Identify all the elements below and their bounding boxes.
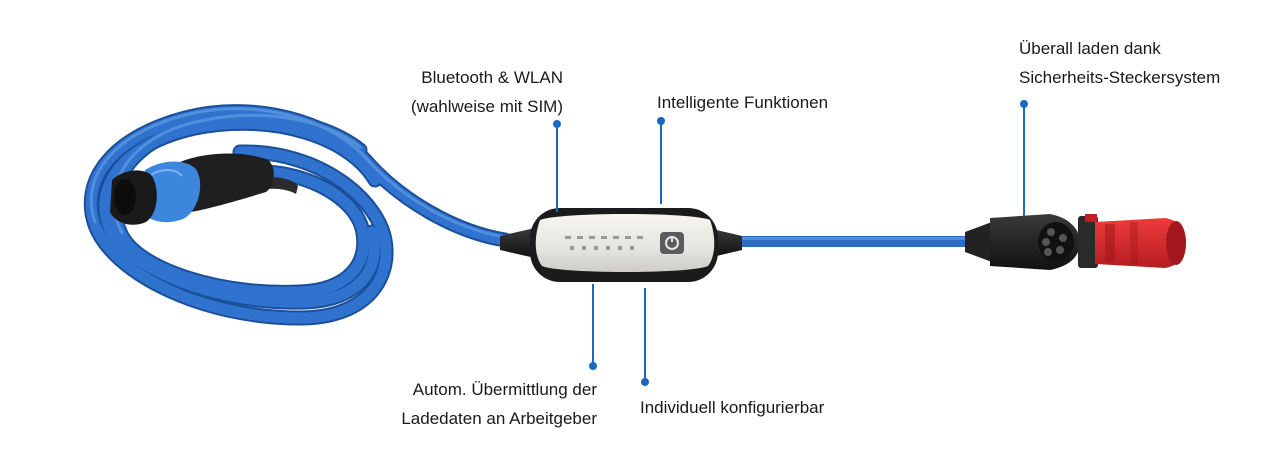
label-intelligent: Intelligente Funktionen [657, 88, 828, 117]
straight-cable [740, 236, 975, 247]
control-box [500, 208, 742, 282]
label-bluetooth-line1: Bluetooth & WLAN [421, 68, 563, 87]
label-everywhere: Überall laden dank Sicherheits-Steckersy… [1019, 34, 1220, 92]
label-bluetooth-line2: (wahlweise mit SIM) [410, 97, 563, 116]
callout-bluetooth [553, 120, 561, 212]
label-individual-line1: Individuell konfigurierbar [640, 398, 825, 417]
callout-intelligent [657, 117, 665, 204]
red-cee-plug [965, 214, 1186, 270]
callout-everywhere [1020, 100, 1028, 216]
coiled-cable [83, 104, 513, 326]
label-intelligent-line1: Intelligente Funktionen [657, 93, 829, 112]
power-plug-icon [660, 232, 684, 254]
label-everywhere-line1: Überall laden dank [1019, 39, 1161, 58]
label-individual: Individuell konfigurierbar [640, 393, 824, 422]
led-indicator-icon [565, 236, 643, 250]
label-autom-line2: Ladedaten an Arbeitgeber [401, 409, 597, 428]
callout-autom [589, 284, 597, 370]
callout-individual [641, 288, 649, 386]
label-autom-line1: Autom. Übermittlung der [412, 380, 597, 399]
label-everywhere-line2: Sicherheits-Steckersystem [1019, 68, 1221, 87]
label-autom: Autom. Übermittlung der Ladedaten an Arb… [401, 375, 597, 433]
label-bluetooth: Bluetooth & WLAN (wahlweise mit SIM) [411, 63, 563, 121]
vehicle-connector [110, 153, 298, 225]
